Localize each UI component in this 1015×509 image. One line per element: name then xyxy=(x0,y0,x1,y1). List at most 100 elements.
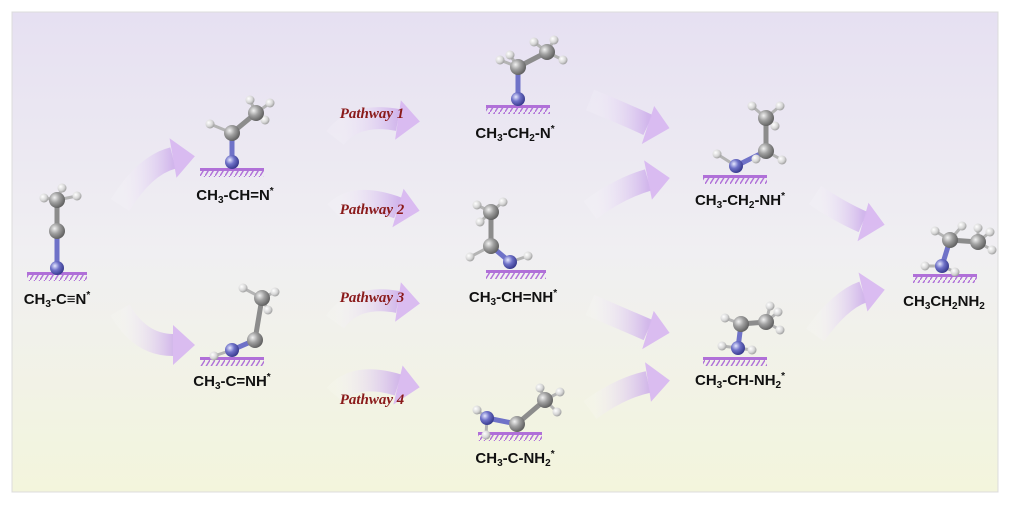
surface-hatch xyxy=(200,171,264,177)
nitrogen-atom xyxy=(480,411,494,425)
surface-hatch xyxy=(703,178,767,184)
molecule-ch3-ch-nh2 xyxy=(703,301,785,366)
molecule-ch3-ch2-n xyxy=(486,35,568,114)
hydrogen-atom xyxy=(523,251,533,261)
hydrogen-atom xyxy=(465,252,475,262)
hydrogen-atom xyxy=(720,313,730,323)
pathway-label-3: Pathway 3 xyxy=(340,290,405,306)
hydrogen-atom xyxy=(552,407,562,417)
reaction-arrows xyxy=(110,89,885,419)
carbon-atom xyxy=(254,290,270,306)
carbon-atom xyxy=(509,416,525,432)
surface-hatch xyxy=(913,277,977,283)
nitrogen-atom xyxy=(731,341,745,355)
carbon-atom xyxy=(758,314,774,330)
nitrogen-atom xyxy=(50,261,64,275)
species-label-s2a: CH3-CH2-N* xyxy=(475,124,554,144)
carbon-atom xyxy=(224,125,240,141)
pathway-label-1: Pathway 1 xyxy=(340,106,405,122)
background-panel xyxy=(11,11,999,493)
carbon-atom xyxy=(510,59,526,75)
hydrogen-atom xyxy=(535,383,545,393)
carbon-atom xyxy=(247,332,263,348)
hydrogen-atom xyxy=(555,387,565,397)
hydrogen-atom xyxy=(717,341,727,351)
species-label-s2b: CH3-CH=NH* xyxy=(469,288,557,308)
species-label-s3a: CH3-CH2-NH* xyxy=(695,191,785,211)
hydrogen-atom xyxy=(558,55,568,65)
hydrogen-atom xyxy=(920,261,930,271)
surface-hatch xyxy=(703,360,767,366)
carbon-atom xyxy=(49,192,65,208)
hydrogen-atom xyxy=(498,197,508,207)
surface-line xyxy=(200,168,264,171)
arrow-7 xyxy=(585,89,670,145)
carbon-atom xyxy=(942,232,958,248)
molecule-ch3-ch-nh xyxy=(465,197,546,279)
hydrogen-atom xyxy=(773,307,783,317)
arrow-4 xyxy=(327,188,420,228)
hydrogen-atom xyxy=(957,221,967,231)
hydrogen-atom xyxy=(973,223,983,233)
carbon-atom xyxy=(970,234,986,250)
hydrogen-atom xyxy=(770,121,780,131)
hydrogen-atom xyxy=(775,101,785,111)
surface-line xyxy=(478,432,542,435)
nitrogen-atom xyxy=(503,255,517,269)
hydrogen-atom xyxy=(209,351,219,361)
carbon-atom xyxy=(248,105,264,121)
carbon-atom xyxy=(537,392,553,408)
molecule-ch3-c-nh2 xyxy=(472,383,565,441)
carbon-atom xyxy=(49,223,65,239)
molecule-ch3-c-nh xyxy=(200,283,280,366)
hydrogen-atom xyxy=(777,155,787,165)
arrow-8 xyxy=(583,160,670,219)
arrow-5 xyxy=(326,282,420,329)
hydrogen-atom xyxy=(260,115,270,125)
species-label-s1b: CH3-C=NH* xyxy=(193,372,271,392)
hydrogen-atom xyxy=(930,226,940,236)
carbon-atom xyxy=(758,110,774,126)
hydrogen-atom xyxy=(265,98,275,108)
hydrogen-atom xyxy=(765,301,775,311)
pathway-labels: Pathway 1 Pathway 2 Pathway 3 Pathway 4 xyxy=(340,106,405,408)
hydrogen-atom xyxy=(950,267,960,277)
hydrogen-atom xyxy=(481,430,491,440)
hydrogen-atom xyxy=(987,245,997,255)
species-label-s1a: CH3-CH=N* xyxy=(196,186,274,206)
surface-hatch xyxy=(200,360,264,366)
nitrogen-atom xyxy=(935,259,949,273)
hydrogen-atom xyxy=(238,283,248,293)
surface-line xyxy=(486,105,550,108)
hydrogen-atom xyxy=(775,325,785,335)
surface-hatch xyxy=(486,108,550,114)
arrow-1 xyxy=(110,138,195,211)
pathway-label-4: Pathway 4 xyxy=(340,392,405,408)
hydrogen-atom xyxy=(751,154,761,164)
nitrogen-atom xyxy=(225,343,239,357)
surface-line xyxy=(703,357,767,360)
hydrogen-atom xyxy=(205,119,215,129)
nitrogen-atom xyxy=(729,159,743,173)
pathway-label-2: Pathway 2 xyxy=(340,202,405,218)
carbon-atom xyxy=(758,143,774,159)
hydrogen-atom xyxy=(505,50,515,60)
molecule-ch3-ch-n xyxy=(200,95,275,177)
surface-hatch xyxy=(478,435,542,441)
hydrogen-atom xyxy=(57,183,67,193)
arrow-11 xyxy=(808,185,885,242)
hydrogen-atom xyxy=(747,101,757,111)
nitrogen-atom xyxy=(225,155,239,169)
carbon-atom xyxy=(733,316,749,332)
hydrogen-atom xyxy=(472,405,482,415)
nitrogen-atom xyxy=(511,92,525,106)
surface-line xyxy=(703,175,767,178)
hydrogen-atom xyxy=(472,200,482,210)
arrow-10 xyxy=(583,362,670,419)
carbon-atom xyxy=(483,238,499,254)
surface-line xyxy=(913,274,977,277)
surface-line xyxy=(486,270,546,273)
molecule-ch3-cn xyxy=(27,183,87,281)
arrow-12 xyxy=(806,272,885,342)
